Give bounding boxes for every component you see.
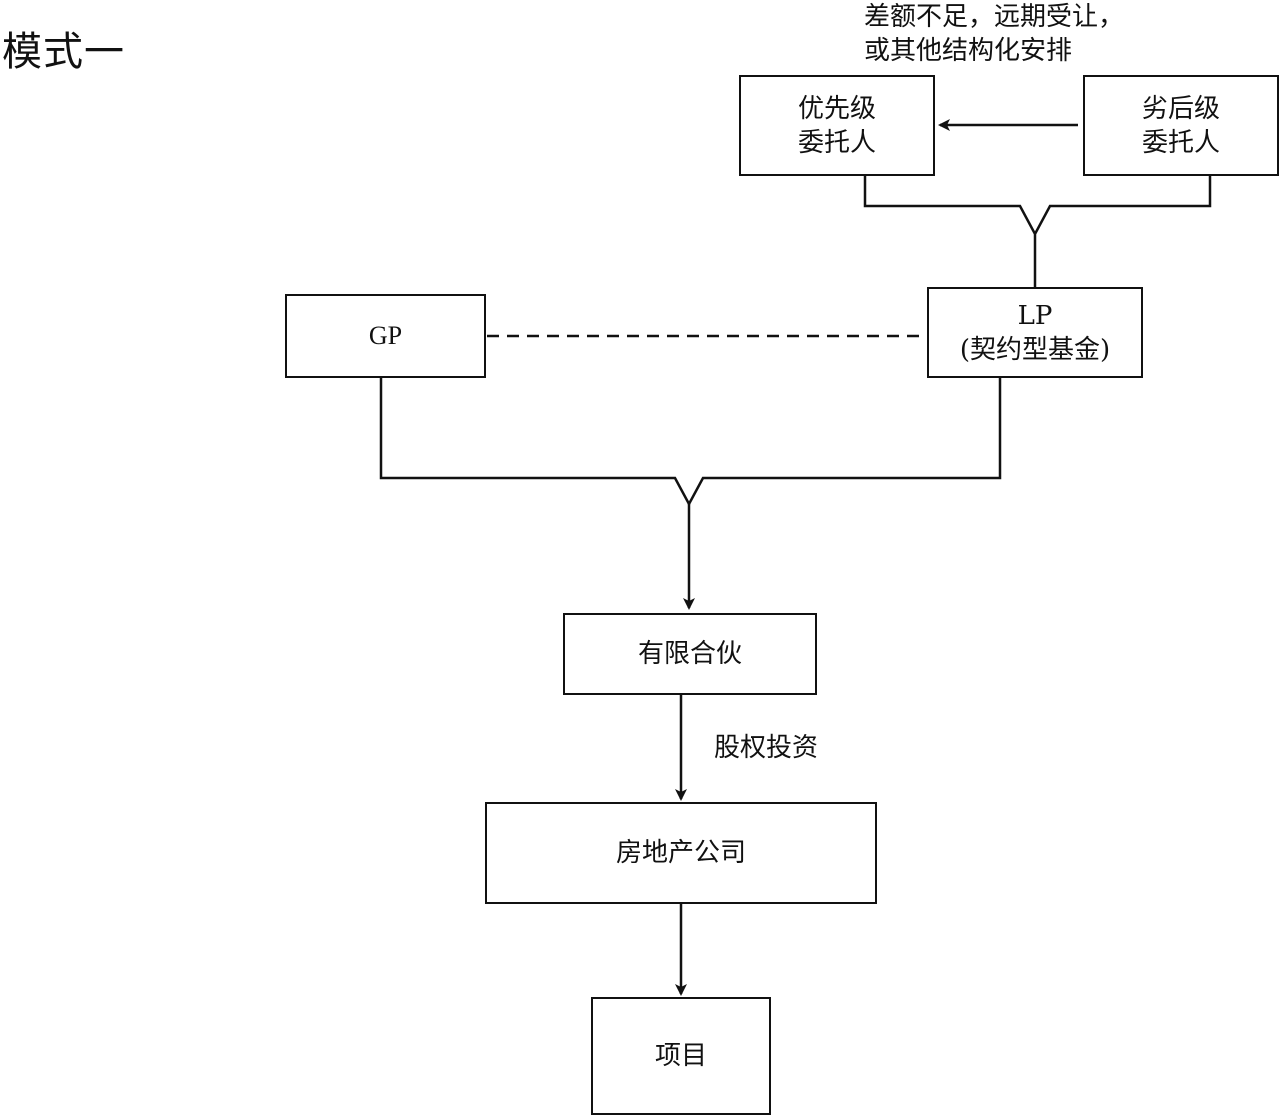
lp-label-line-1: LP xyxy=(1017,300,1053,331)
page-title: 模式一 xyxy=(2,29,125,75)
gp-label: GP xyxy=(368,321,403,350)
structure-note: 差额不足，远期受让， 或其他结构化安排 xyxy=(864,0,1124,68)
senior-trustor-label-line-2: 委托人 xyxy=(797,127,876,158)
junior-trustor-label-line-2: 委托人 xyxy=(1141,127,1220,158)
junior-trustor-box: 劣后级 委托人 xyxy=(1083,75,1279,176)
lp-label-line-2: (契约型基金) xyxy=(959,334,1111,365)
limited-partnership-label: 有限合伙 xyxy=(637,639,742,669)
gp-box: GP xyxy=(285,294,486,378)
junior-trustor-label-line-1: 劣后级 xyxy=(1141,93,1220,124)
structure-note-line-1: 差额不足，远期受让， xyxy=(864,2,1125,32)
project-label: 项目 xyxy=(654,1041,707,1071)
lp-box: LP (契约型基金) xyxy=(927,287,1143,378)
senior-trustor-label-line-1: 优先级 xyxy=(797,93,876,124)
real-estate-company-box: 房地产公司 xyxy=(485,802,877,904)
limited-partnership-box: 有限合伙 xyxy=(563,613,817,695)
senior-trustor-box: 优先级 委托人 xyxy=(739,75,935,176)
real-estate-company-label: 房地产公司 xyxy=(615,838,746,868)
structure-note-line-2: 或其他结构化安排 xyxy=(864,36,1073,66)
gp-lp-merge-connector xyxy=(379,378,1002,507)
equity-investment-label: 股权投资 xyxy=(714,733,819,763)
project-box: 项目 xyxy=(591,997,771,1115)
trustors-merge-connector xyxy=(863,175,1212,288)
